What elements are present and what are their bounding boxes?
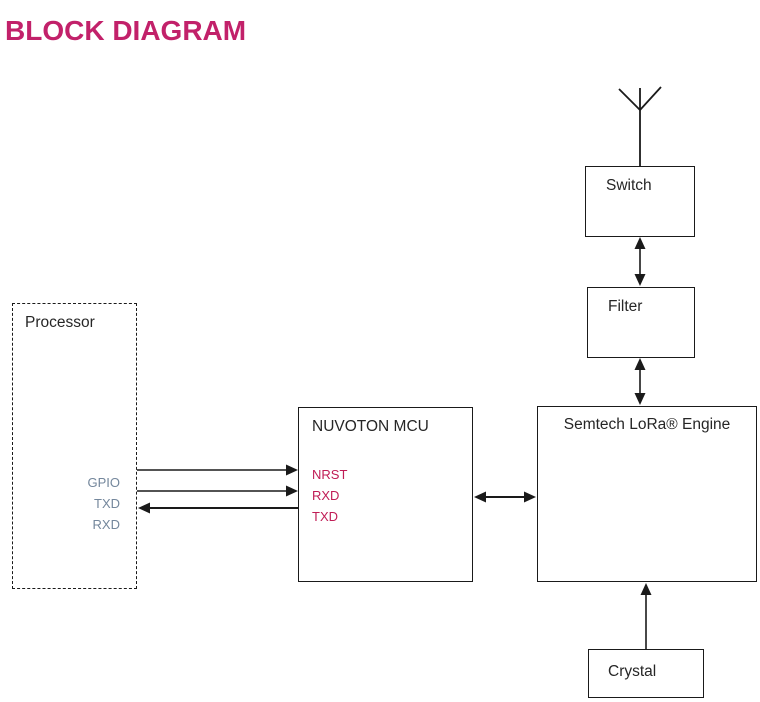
mcu-pin-txd: TXD: [312, 509, 338, 524]
filter-label: Filter: [608, 298, 643, 315]
block-switch: Switch: [585, 166, 695, 237]
block-mcu: NUVOTON MCU NRST RXD TXD: [298, 407, 473, 582]
lora-engine-label: Semtech LoRa® Engine: [563, 416, 731, 433]
mcu-label: NUVOTON MCU: [312, 418, 429, 435]
processor-pin-list: GPIO TXD RXD: [87, 472, 120, 535]
block-processor: Processor GPIO TXD RXD: [12, 303, 137, 589]
mcu-pin-list: NRST RXD TXD: [312, 464, 347, 527]
arrow-processor-mcu-txd: [137, 485, 298, 497]
antenna-icon: [618, 86, 662, 166]
arrow-crystal-lora: [640, 583, 652, 649]
arrow-mcu-lora: [474, 491, 536, 503]
arrow-mcu-processor-rxd: [138, 502, 298, 514]
arrow-switch-filter: [634, 237, 646, 286]
block-filter: Filter: [587, 287, 695, 358]
arrow-processor-mcu-gpio: [137, 464, 298, 476]
block-crystal: Crystal: [588, 649, 704, 698]
page-title: BLOCK DIAGRAM: [5, 14, 247, 46]
arrow-filter-lora: [634, 358, 646, 405]
processor-pin-rxd: RXD: [92, 517, 120, 532]
processor-label: Processor: [25, 314, 95, 331]
crystal-label: Crystal: [608, 663, 657, 680]
processor-pin-txd: TXD: [94, 496, 120, 511]
mcu-pin-nrst: NRST: [312, 467, 348, 482]
block-lora-engine: Semtech LoRa® Engine: [537, 406, 757, 582]
switch-label: Switch: [606, 177, 652, 194]
processor-pin-gpio: GPIO: [87, 475, 120, 490]
mcu-pin-rxd: RXD: [312, 488, 340, 503]
